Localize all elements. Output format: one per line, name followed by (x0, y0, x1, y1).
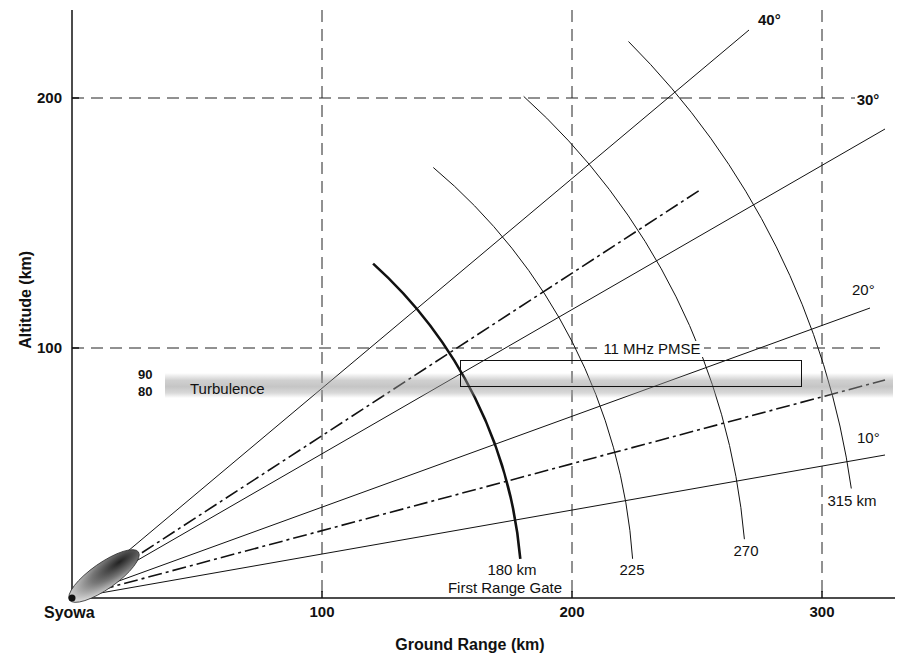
axis-tick: 100 (35, 340, 64, 357)
band-label: Turbulence (190, 381, 265, 398)
elevation-angle: 20° (850, 282, 877, 299)
elevation-angle: 40° (756, 12, 783, 29)
altitude-mark: 80 (136, 385, 154, 399)
range-gate-label: 180 km (485, 562, 538, 579)
axes (72, 10, 895, 598)
turbulence-band: Turbulence (165, 373, 893, 398)
axis-tick: 200 (557, 604, 586, 621)
grid-lines (72, 10, 880, 598)
axis-tick: 300 (807, 604, 836, 621)
range-label: 270 (731, 543, 760, 560)
region-heading: 11 MHz PMSE (600, 341, 703, 358)
range-arcs (373, 42, 851, 559)
antenna-beam (62, 541, 146, 610)
axis-tick: 100 (307, 604, 336, 621)
range-gate-label: First Range Gate (446, 580, 564, 597)
range-label: 315 km (825, 493, 878, 510)
axis-title: Altitude (km) (17, 249, 35, 351)
altitude-mark: 90 (136, 368, 154, 382)
axis-tick: 200 (35, 90, 64, 107)
elevation-angle: 10° (855, 430, 882, 447)
range-label: 225 (617, 562, 646, 579)
pmse-region-box: 11 MHz PMSE (460, 360, 802, 387)
station-name: Syowa (42, 604, 97, 622)
axis-title: Ground Range (km) (393, 636, 546, 654)
station-dot (69, 595, 76, 602)
elevation-rays (72, 30, 885, 598)
elevation-angle: 30° (855, 92, 882, 109)
